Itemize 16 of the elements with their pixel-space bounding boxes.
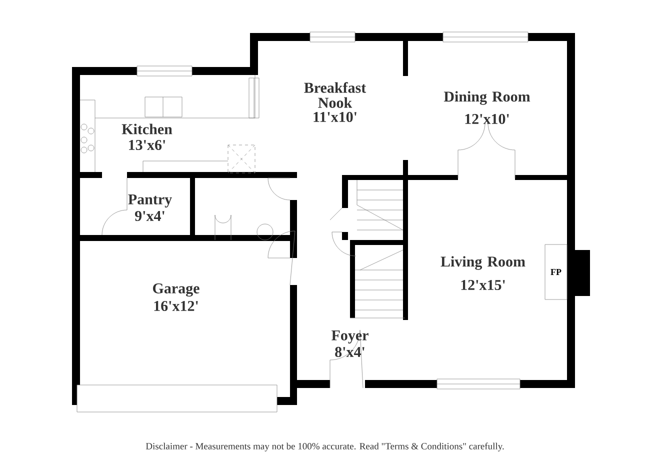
room-dimension: 12'x15' [461,280,505,290]
room-dimension: 12'x10' [465,114,509,124]
room-dimension: 9'x4' [135,210,164,222]
room-name: Kitchen [122,124,172,134]
fireplace-box: FP [544,244,568,300]
room-name: Pantry [128,194,172,208]
room-dimension: 8'x4' [335,346,364,358]
room-dimension: 11'x10' [314,112,356,122]
room-dimension: 16'x12' [154,300,198,312]
room-name: Foyer [332,330,368,344]
room-dimension: 13'x6' [129,140,166,150]
room-name: Breakfast Nook [304,82,366,108]
room-name: Living Room [440,256,526,270]
room-name: Garage [153,283,200,297]
room-name: Dining Room [444,91,530,105]
disclaimer-text: Disclaimer - Measurements may not be 100% accurate. Read "Terms & Conditions" carefully. [146,442,504,452]
